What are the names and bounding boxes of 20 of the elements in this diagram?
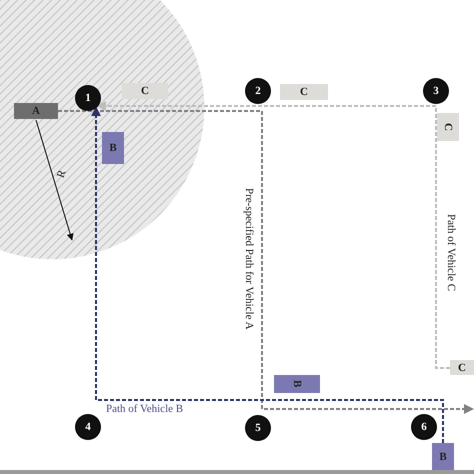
intersection-node: 4 <box>75 414 101 440</box>
vehicle-b-marker: B <box>274 375 320 393</box>
edge-label: Path of Vehicle B <box>106 403 184 416</box>
vehicle-c-marker: C <box>122 83 168 99</box>
intersection-node: 2 <box>245 78 271 104</box>
path-arrow <box>96 101 450 369</box>
path-arrow <box>58 110 474 414</box>
edge-label: Path of Vehicle C <box>445 214 458 292</box>
intersection-node: 5 <box>245 415 271 441</box>
intersection-node: 3 <box>423 78 449 104</box>
vehicle-b-marker: B <box>432 443 454 470</box>
path-arrow <box>91 106 444 443</box>
edge-label: Pre-specified Path for Vehicle A <box>243 188 256 330</box>
vehicle-c-marker: C <box>450 360 474 375</box>
vehicle-b-marker: B <box>102 132 124 164</box>
vehicle-c-marker: C <box>437 113 459 141</box>
vehicle-c-marker: C <box>280 84 328 100</box>
radius-label: R <box>54 168 69 180</box>
vehicle-a-marker: A <box>14 103 58 119</box>
intersection-node: 6 <box>411 414 437 440</box>
